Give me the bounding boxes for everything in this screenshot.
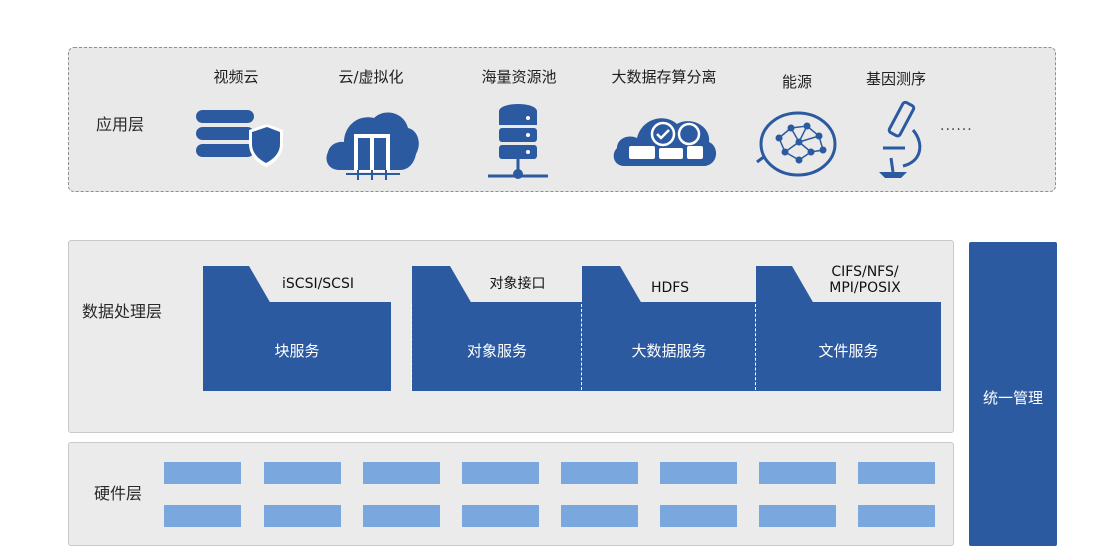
hardware-unit xyxy=(561,462,638,484)
bigdata-service-tab xyxy=(582,266,620,304)
file-service-body xyxy=(756,302,941,391)
service-divider xyxy=(581,304,582,390)
hardware-unit xyxy=(264,462,341,484)
object-service-tab-slope xyxy=(450,266,472,304)
object-service-name: 对象服务 xyxy=(466,342,527,360)
bigdata-service-body xyxy=(582,302,756,391)
hardware-unit xyxy=(759,462,836,484)
hardware-unit xyxy=(264,505,341,527)
object-service-tab xyxy=(412,266,450,304)
bigdata-service-name: 大数据服务 xyxy=(631,342,707,360)
hardware-unit xyxy=(363,505,440,527)
hardware-layer-label: 硬件层 xyxy=(94,484,143,503)
hardware-unit xyxy=(858,505,935,527)
file-service-name: 文件服务 xyxy=(818,342,879,360)
brain-network-icon xyxy=(756,111,837,177)
hardware-unit xyxy=(462,505,539,527)
file-service-protocol: CIFS/NFS/ MPI/POSIX xyxy=(829,264,901,296)
app-name-bigdata-separation: 大数据存算分离 xyxy=(611,68,717,86)
hardware-unit xyxy=(759,505,836,527)
microscope-icon xyxy=(879,100,922,178)
hardware-unit xyxy=(164,505,241,527)
object-service-protocol: 对象接口 xyxy=(489,276,546,292)
cloud-server-icon xyxy=(326,112,419,180)
hardware-unit xyxy=(363,462,440,484)
unified-management-panel: 统一管理 xyxy=(969,242,1057,546)
app-name-gene-sequencing: 基因测序 xyxy=(865,70,927,88)
database-shield-icon xyxy=(196,110,283,167)
file-service-tab xyxy=(756,266,792,304)
application-layer-label: 应用层 xyxy=(96,115,145,134)
block-service-body xyxy=(203,302,391,391)
block-service-tab-slope xyxy=(249,266,271,304)
file-service-tab-slope xyxy=(792,266,814,304)
service-divider xyxy=(411,304,412,390)
hardware-unit xyxy=(561,505,638,527)
bigdata-service-protocol: HDFS xyxy=(650,280,689,296)
hardware-unit xyxy=(462,462,539,484)
app-name-resource-pool: 海量资源池 xyxy=(481,68,557,86)
storage-stack-icon xyxy=(488,104,548,179)
app-name-video-cloud: 视频云 xyxy=(213,68,259,86)
hardware-unit xyxy=(164,462,241,484)
hardware-unit xyxy=(660,462,737,484)
hardware-unit xyxy=(660,505,737,527)
data-processing-layer-label: 数据处理层 xyxy=(82,302,163,321)
hardware-layer-panel xyxy=(68,442,954,546)
block-service-name: 块服务 xyxy=(274,342,320,360)
app-name-energy: 能源 xyxy=(781,73,813,91)
more-apps-ellipsis: ...... xyxy=(940,118,973,134)
service-divider xyxy=(755,304,756,390)
app-name-cloud-virtualization: 云/虚拟化 xyxy=(338,68,404,86)
block-service-protocol: iSCSI/SCSI xyxy=(282,276,354,292)
unified-management-label: 统一管理 xyxy=(982,389,1043,407)
cloud-data-icon xyxy=(613,118,717,166)
block-service-tab xyxy=(203,266,249,304)
hardware-unit xyxy=(858,462,935,484)
object-service-body xyxy=(412,302,582,391)
bigdata-service-tab-slope xyxy=(620,266,642,304)
